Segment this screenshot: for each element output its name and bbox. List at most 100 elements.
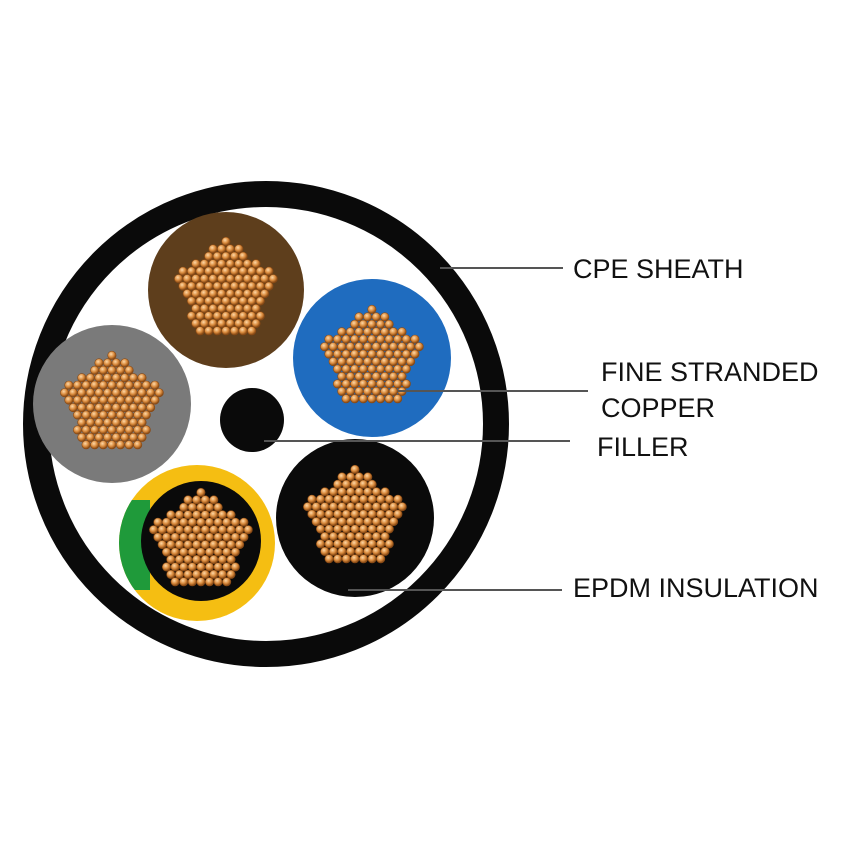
copper-strand xyxy=(384,319,394,329)
copper-strand xyxy=(414,342,424,352)
copper-strand xyxy=(367,509,377,519)
copper-strand xyxy=(221,236,231,246)
copper-strand xyxy=(191,303,201,313)
copper-strand xyxy=(174,554,184,564)
copper-strand xyxy=(363,371,373,381)
copper-strand xyxy=(251,274,261,284)
copper-strand xyxy=(328,546,338,556)
copper-strand xyxy=(217,259,227,269)
copper-strand xyxy=(154,388,164,398)
copper-strand xyxy=(64,380,74,390)
copper-strand xyxy=(133,425,143,435)
copper-strand xyxy=(384,379,394,389)
copper-strand xyxy=(367,334,377,344)
copper-strand xyxy=(90,380,100,390)
copper-strand xyxy=(120,373,130,383)
copper-strand xyxy=(162,547,172,557)
copper-strand xyxy=(363,357,373,367)
copper-strand xyxy=(401,334,411,344)
copper-strand xyxy=(324,539,334,549)
copper-strand xyxy=(107,425,117,435)
copper-strand xyxy=(217,289,227,299)
copper-strand xyxy=(255,296,265,306)
copper-strand xyxy=(380,357,390,367)
copper-strand xyxy=(73,410,83,420)
copper-strand xyxy=(320,546,330,556)
copper-strand xyxy=(199,318,209,328)
copper-strand xyxy=(128,417,138,427)
copper-strand xyxy=(234,303,244,313)
brown-core-copper-strands xyxy=(174,236,278,336)
copper-strand xyxy=(328,531,338,541)
copper-strand xyxy=(350,524,360,534)
copper-strand xyxy=(107,410,117,420)
copper-strand xyxy=(346,546,356,556)
black-core-copper-strands xyxy=(303,464,407,564)
copper-strand xyxy=(388,371,398,381)
copper-strand xyxy=(157,540,167,550)
copper-strand xyxy=(150,380,160,390)
copper-strand xyxy=(133,410,143,420)
copper-strand xyxy=(81,440,91,450)
copper-strand xyxy=(320,342,330,352)
copper-strand xyxy=(221,311,231,321)
copper-strand xyxy=(77,417,87,427)
copper-strand xyxy=(204,266,214,276)
copper-strand xyxy=(332,364,342,374)
copper-strand xyxy=(371,531,381,541)
copper-strand xyxy=(128,373,138,383)
copper-strand xyxy=(337,487,347,497)
copper-strand xyxy=(358,319,368,329)
copper-strand xyxy=(157,525,167,535)
copper-strand xyxy=(388,342,398,352)
copper-strand xyxy=(192,525,202,535)
copper-strand xyxy=(225,318,235,328)
copper-strand xyxy=(367,394,377,404)
copper-strand xyxy=(174,510,184,520)
copper-strand xyxy=(196,487,206,497)
copper-strand xyxy=(234,244,244,254)
copper-strand xyxy=(350,334,360,344)
copper-strand xyxy=(166,525,176,535)
copper-strand xyxy=(81,380,91,390)
copper-strand xyxy=(346,487,356,497)
copper-strand xyxy=(230,517,240,527)
copper-strand xyxy=(81,425,91,435)
copper-strand xyxy=(103,388,113,398)
copper-strand xyxy=(124,425,134,435)
copper-strand xyxy=(388,357,398,367)
copper-strand xyxy=(225,274,235,284)
copper-strand xyxy=(199,274,209,284)
copper-strand xyxy=(77,373,87,383)
copper-strand xyxy=(350,364,360,374)
blue-core-copper-strands xyxy=(320,304,424,404)
copper-strand xyxy=(389,502,399,512)
copper-strand xyxy=(90,410,100,420)
copper-strand xyxy=(367,494,377,504)
copper-strand xyxy=(68,388,78,398)
copper-strand xyxy=(328,517,338,527)
copper-strand xyxy=(333,494,343,504)
fine-stranded-copper-label: FINE STRANDED COPPER xyxy=(601,357,819,424)
copper-strand xyxy=(363,472,373,482)
copper-strand xyxy=(333,524,343,534)
copper-strand xyxy=(111,373,121,383)
copper-strand xyxy=(209,554,219,564)
copper-strand xyxy=(384,394,394,404)
copper-strand xyxy=(320,502,330,512)
copper-strand xyxy=(401,349,411,359)
copper-strand xyxy=(120,417,130,427)
copper-strand xyxy=(324,349,334,359)
copper-strand xyxy=(255,311,265,321)
copper-strand xyxy=(397,371,407,381)
copper-strand xyxy=(354,386,364,396)
copper-strand xyxy=(234,318,244,328)
copper-strand xyxy=(363,502,373,512)
copper-strand xyxy=(341,379,351,389)
copper-strand xyxy=(337,342,347,352)
copper-strand xyxy=(221,296,231,306)
copper-strand xyxy=(380,371,390,381)
copper-strand xyxy=(128,432,138,442)
copper-strand xyxy=(358,349,368,359)
copper-strand xyxy=(303,502,313,512)
